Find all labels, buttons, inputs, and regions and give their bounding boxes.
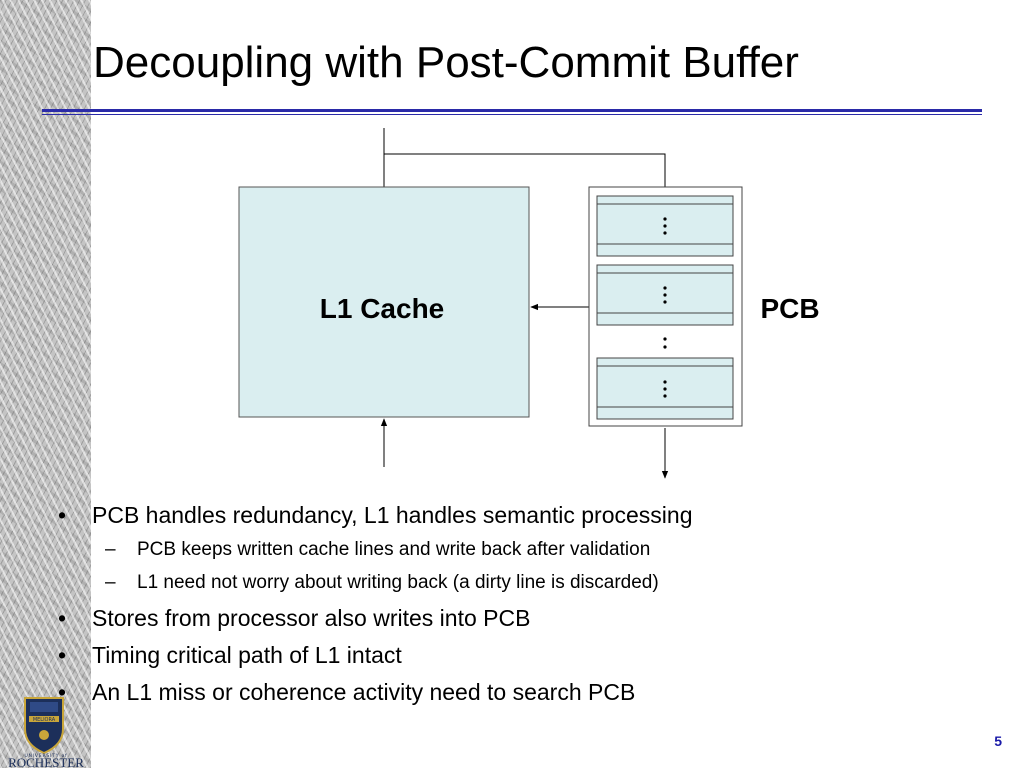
pcb-entry [596, 357, 734, 420]
input-branch-wire [384, 153, 666, 187]
logo-line-1: UNIVERSITY of [25, 753, 68, 759]
title-divider-thin [42, 114, 982, 115]
l1-cache-label: L1 Cache [320, 293, 445, 324]
page-number: 5 [994, 733, 1002, 749]
bullet-list: PCB handles redundancy, L1 handles seman… [58, 500, 958, 714]
pcb-entry [596, 195, 734, 257]
l1-cache-box [238, 186, 530, 418]
slide-title: Decoupling with Post-Commit Buffer [93, 38, 799, 87]
bullet-item: Stores from processor also writes into P… [58, 603, 958, 640]
pcb-diagram: L1 Cache PCB [238, 128, 820, 479]
pcb-entry [596, 264, 734, 326]
bullet-item: An L1 miss or coherence activity need to… [58, 677, 958, 714]
title-divider [42, 109, 982, 112]
pcb-ellipsis [663, 337, 667, 349]
university-of-rochester-logo: MELIORA UNIVERSITY of ROCHESTER [8, 697, 84, 768]
sub-bullet-item: PCB keeps written cache lines and write … [58, 537, 958, 570]
logo-motto: MELIORA [33, 717, 56, 723]
pcb-label: PCB [760, 293, 819, 324]
sub-bullet-item: L1 need not worry about writing back (a … [58, 570, 958, 603]
bullet-item: PCB handles redundancy, L1 handles seman… [58, 500, 958, 537]
marble-sidebar [0, 0, 91, 768]
logo-line-2: ROCHESTER [8, 755, 84, 768]
bullet-item: Timing critical path of L1 intact [58, 640, 958, 677]
